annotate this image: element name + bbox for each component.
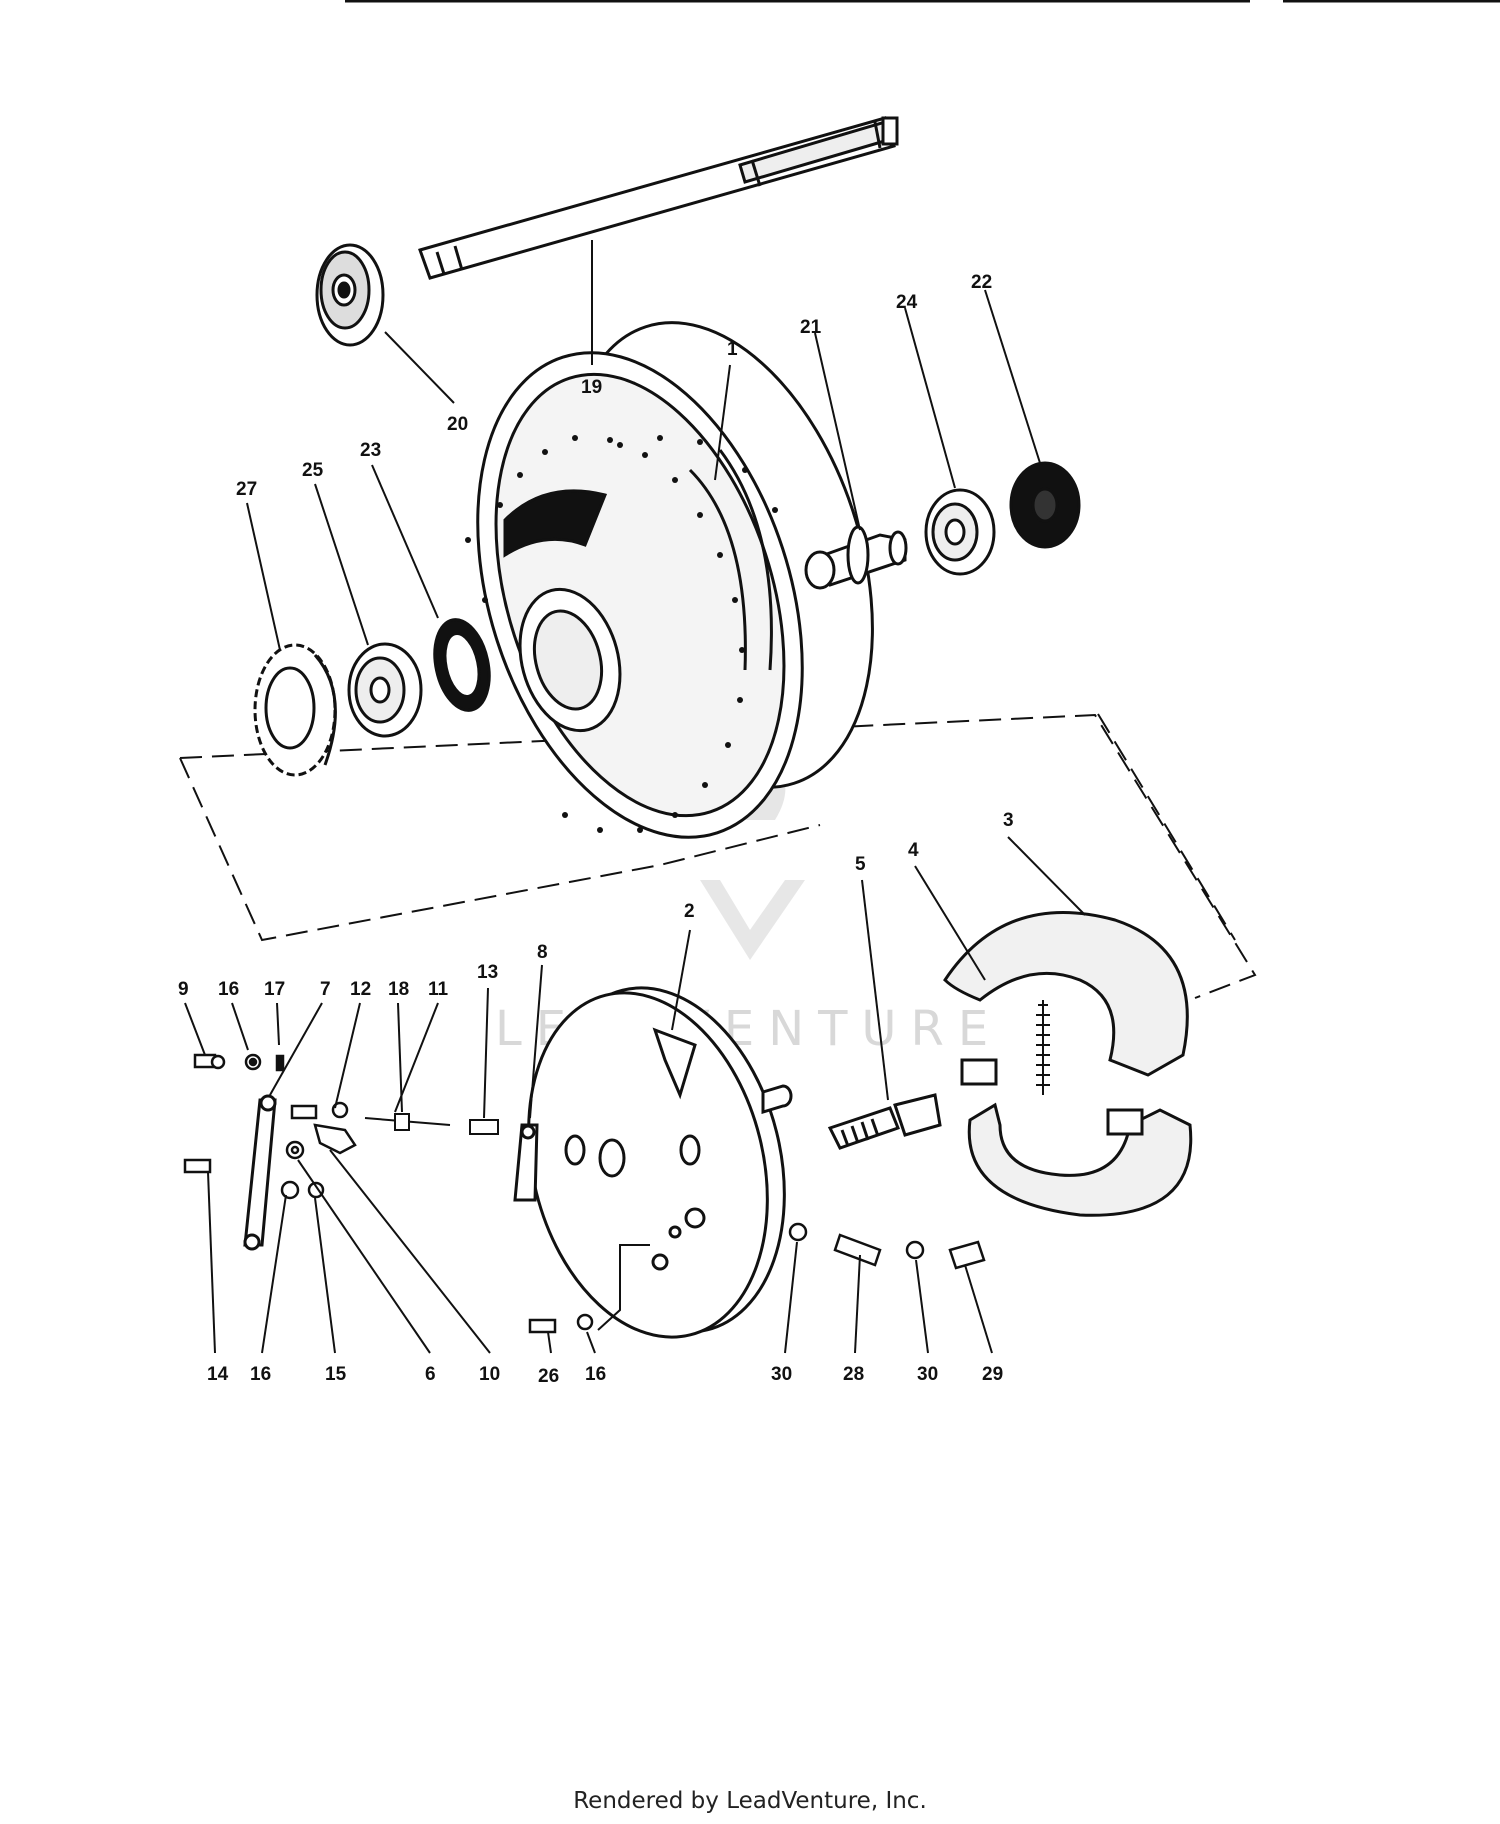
callout-29: 29 bbox=[982, 1364, 1003, 1385]
callout-26: 26 bbox=[538, 1366, 559, 1387]
hub-spacer bbox=[804, 525, 908, 590]
callout-27: 27 bbox=[236, 479, 257, 500]
brake-panel bbox=[527, 986, 793, 1339]
callout-15: 15 bbox=[325, 1364, 347, 1385]
bearing-left bbox=[347, 642, 423, 738]
oil-seal-left bbox=[433, 618, 491, 712]
callout-3: 3 bbox=[1003, 810, 1014, 831]
brake-rod bbox=[364, 1113, 499, 1135]
wheel-hub bbox=[476, 321, 874, 839]
leader-lines bbox=[184, 240, 1086, 1354]
callout-9: 9 bbox=[178, 979, 189, 1000]
callout-16-top: 16 bbox=[218, 979, 239, 1000]
callout-19: 19 bbox=[581, 377, 602, 398]
callout-22: 22 bbox=[971, 272, 992, 293]
callout-30-right: 30 bbox=[917, 1364, 938, 1385]
rod-lever-8 bbox=[513, 1123, 539, 1202]
brake-shoes bbox=[943, 911, 1193, 1217]
small-fasteners bbox=[183, 1053, 986, 1334]
bearing-right bbox=[924, 488, 996, 576]
callout-labels: 1 2 3 4 5 6 7 8 9 10 11 12 13 14 15 16 1… bbox=[178, 272, 1014, 1387]
callout-5: 5 bbox=[855, 854, 866, 875]
brake-shoe-spring bbox=[1036, 1000, 1050, 1095]
callout-21: 21 bbox=[800, 317, 822, 338]
render-credit: Rendered by LeadVenture, Inc. bbox=[573, 1788, 927, 1814]
callout-30-left: 30 bbox=[771, 1364, 792, 1385]
callout-11: 11 bbox=[428, 979, 449, 1000]
callout-6: 6 bbox=[425, 1364, 436, 1385]
callout-8: 8 bbox=[537, 942, 548, 963]
axle bbox=[418, 116, 899, 280]
callout-16-left: 16 bbox=[250, 1364, 271, 1385]
callout-13: 13 bbox=[477, 962, 498, 983]
callout-2: 2 bbox=[684, 901, 695, 922]
callout-28: 28 bbox=[843, 1364, 864, 1385]
callout-4: 4 bbox=[908, 840, 919, 861]
brake-lever-arm bbox=[243, 1094, 277, 1251]
callout-23: 23 bbox=[360, 440, 381, 461]
callout-17: 17 bbox=[264, 979, 285, 1000]
callout-18: 18 bbox=[388, 979, 409, 1000]
brake-cam bbox=[827, 1093, 942, 1150]
oil-seal-right bbox=[1009, 461, 1081, 549]
callout-25: 25 bbox=[302, 460, 324, 481]
speedometer-gear bbox=[253, 643, 337, 777]
hub-spoke-holes bbox=[465, 435, 778, 833]
axle-collar bbox=[315, 243, 385, 347]
callout-14: 14 bbox=[207, 1364, 229, 1385]
callout-24: 24 bbox=[896, 292, 918, 313]
callout-12: 12 bbox=[350, 979, 371, 1000]
callout-16-center: 16 bbox=[585, 1364, 606, 1385]
callout-10: 10 bbox=[479, 1364, 500, 1385]
callout-20: 20 bbox=[447, 414, 468, 435]
callout-7: 7 bbox=[320, 979, 331, 1000]
callout-1: 1 bbox=[727, 339, 738, 360]
